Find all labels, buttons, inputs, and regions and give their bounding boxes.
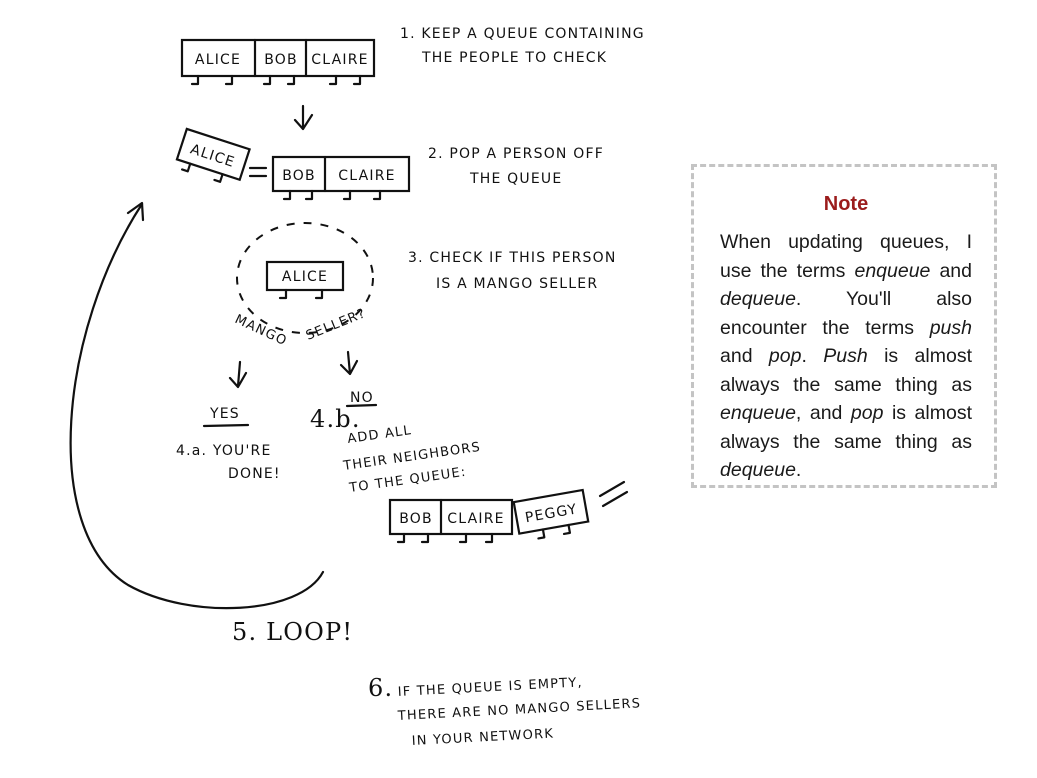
queue-feet [278,288,324,300]
note-term: enqueue [720,402,796,424]
step3-label: IS A MANGO SELLER [436,276,598,292]
note-term: dequeue [720,288,796,310]
queue-item: ALICE [282,269,328,285]
note-term: enqueue [854,259,931,282]
queue-feet [180,162,224,183]
queue-step4b: BOB CLAIRE [388,498,514,544]
bfs-diagram: ALICE BOB CLAIRE 1. KEEP A QUEUE CONTAIN… [69,26,645,749]
motion-lines [598,480,629,508]
queue-feet [537,523,572,540]
down-arrow [339,350,359,376]
down-arrow [293,104,314,131]
enqueued-box [512,488,590,535]
popped-person: ALICE [175,127,251,183]
queue-item: BOB [399,511,433,527]
queue-step2: BOB CLAIRE [271,155,411,201]
queue-item: BOB [264,52,298,68]
queue-feet [396,532,494,544]
step3-label: 3. CHECK IF THIS PERSON [408,250,617,266]
note-term: push [929,316,972,339]
checking-box [265,260,345,292]
step5-label: 5. LOOP! [232,618,353,646]
step1-label: THE PEOPLE TO CHECK [421,50,607,66]
ring-label: SELLER? [304,306,368,344]
step6-label: IN YOUR NETWORK [411,727,554,749]
check-ring [236,222,374,334]
queue-item: ALICE [195,52,241,68]
queue-item: CLAIRE [338,168,395,184]
queue-box [271,155,411,193]
step4a-label: DONE! [228,466,281,482]
loop-arrowhead [126,201,145,222]
popped-box [175,127,251,182]
note-box: Note When updating queues, I use the ter… [691,164,997,488]
step6-number: 6. [368,674,393,702]
step4b-number: 4.b. [310,405,361,433]
step2-label: 2. POP A PERSON OFF [428,146,604,162]
step6-label: THERE ARE NO MANGO SELLERS [396,696,641,724]
ring-label: MANGO [232,312,289,349]
step1-label: 1. KEEP A QUEUE CONTAINING [400,26,645,42]
queue-item: CLAIRE [447,511,504,527]
note-term: pop [768,345,802,367]
note-term: Push [823,345,868,367]
note-term: dequeue [720,459,796,481]
step6-label: IF THE QUEUE IS EMPTY, [397,675,583,700]
underline [202,423,250,428]
queue-box [388,498,514,536]
queue-feet [282,189,382,201]
note-term: pop [850,402,884,424]
motion-lines [248,166,268,178]
queue-box [180,38,376,78]
down-arrow [228,360,248,389]
enqueued-person: PEGGY [512,488,590,540]
queue-item: PEGGY [524,501,579,526]
loop-arrow [69,202,325,610]
queue-item: BOB [282,168,316,184]
yes-label: YES [209,406,240,422]
step4a-label: 4.a. YOU'RE [176,443,272,459]
underline [345,403,378,408]
step2-label: THE QUEUE [469,171,562,187]
queue-feet [190,74,362,86]
note-title: Note [823,193,869,215]
no-label: NO [350,390,374,406]
note-text: When updating queues, I use the terms en… [720,231,972,481]
queue-item: CLAIRE [311,52,368,68]
queue-step1: ALICE BOB CLAIRE [180,38,376,86]
checking-person: ALICE [265,260,345,300]
